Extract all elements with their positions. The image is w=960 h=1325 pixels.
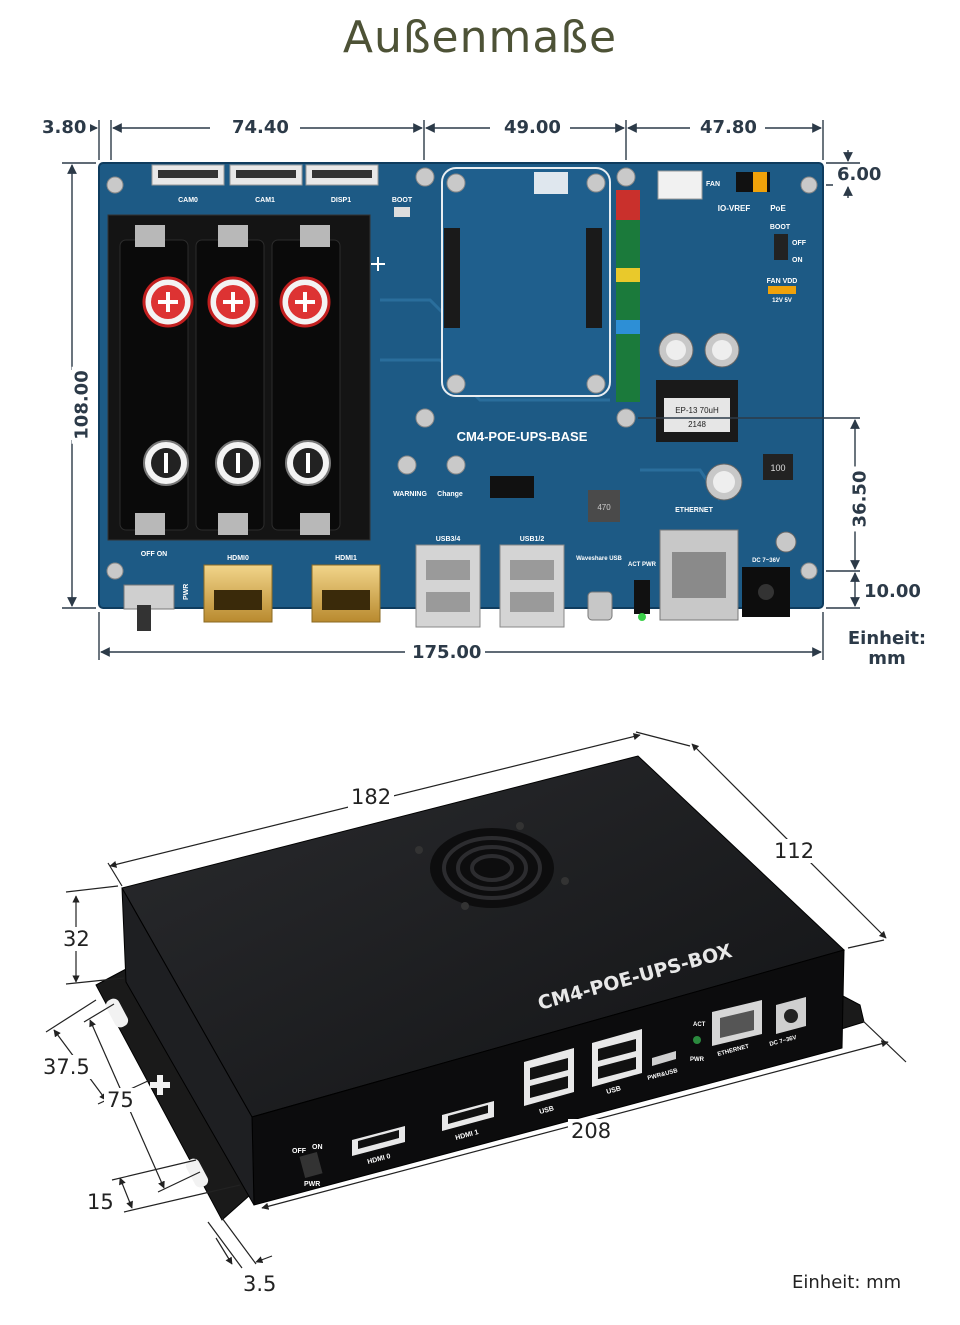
boot-button (394, 207, 410, 217)
dim-width-b: 49.00 (500, 117, 565, 139)
battery-minus-icon (143, 440, 331, 486)
plus-mark-icon (371, 257, 385, 271)
dc-jack (742, 567, 790, 617)
usb34-label: USB3/4 (436, 536, 461, 543)
fan-vdd-jumper (768, 286, 796, 294)
chip-100 (763, 454, 793, 480)
fan-label: FAN (706, 181, 720, 188)
dim-right-mid: 36.50 (849, 466, 872, 532)
boot-label: BOOT (392, 197, 413, 204)
dim-width-a: 74.40 (228, 117, 293, 139)
chip-470 (588, 490, 620, 522)
dim-left-margin: 3.80 (38, 117, 91, 139)
change-label: Change (437, 491, 463, 498)
fan-vdd-voltage: 12V 5V (772, 298, 792, 304)
fan-vdd-label: FAN VDD (767, 278, 798, 285)
cm4-socket-area (415, 167, 636, 428)
dim-width-c: 47.80 (696, 117, 761, 139)
hdmi1-port (311, 564, 381, 623)
box-off-label: OFF (292, 1148, 307, 1155)
dim-box-length: 182 (348, 785, 395, 809)
board-dimension-lines (62, 120, 860, 660)
cam0-label: CAM0 (178, 197, 198, 204)
box-pwr2-label: PWR (690, 1057, 705, 1063)
ic-chip (490, 476, 534, 498)
ethernet-port (659, 529, 739, 621)
board-unit-label: Einheit:mm (847, 628, 927, 669)
dim-top-right: 6.00 (833, 164, 886, 186)
cam1-label: CAM1 (255, 197, 275, 204)
hdmi0-label: HDMI0 (227, 555, 249, 562)
dim-box-height: 32 (60, 927, 93, 951)
led-green (638, 613, 646, 621)
hdmi1-label: HDMI1 (335, 555, 357, 562)
usb12-port (499, 544, 565, 628)
dim-right-bottom: 10.00 (860, 581, 925, 603)
poe-label: PoE (770, 204, 786, 213)
box-unit-label: Einheit: mm (792, 1272, 902, 1293)
battery-holder (107, 214, 371, 541)
on-label: ON (792, 257, 803, 264)
inductor-code: 2148 (688, 420, 706, 429)
dim-height: 108.00 (71, 366, 94, 444)
off-on-label: OFF ON (141, 551, 167, 558)
warning-label: WARNING (393, 491, 427, 498)
io-vref-label: IO-VREF (718, 204, 751, 213)
dim-thickness: 3.5 (240, 1272, 280, 1296)
dim-total-width: 175.00 (408, 642, 486, 664)
dim-box-total: 208 (568, 1119, 615, 1143)
hdmi0-port (203, 564, 273, 623)
capacitors (658, 332, 797, 553)
svg-text:470: 470 (597, 503, 611, 512)
ethernet-label: ETHERNET (675, 507, 713, 514)
disp1-label: DISP1 (331, 197, 351, 204)
box-pwr-label: PWR (304, 1181, 320, 1188)
waveshare-usb-label: Waveshare USB (576, 556, 622, 562)
usb34-port (415, 544, 481, 628)
box-on-label: ON (312, 1144, 323, 1151)
box-act-label: ACT (693, 1022, 706, 1028)
jumper-cap (753, 172, 767, 192)
fpc-connectors (151, 164, 379, 186)
dc-label: DC 7~36V (752, 558, 780, 564)
act-pwr-label: ACT PWR (628, 562, 657, 568)
pwr-label: PWR (183, 584, 190, 600)
power-switch (123, 584, 175, 631)
off-label: OFF (792, 240, 807, 247)
dim-box-depth: 112 (771, 839, 818, 863)
boot-switch (774, 234, 788, 260)
board-name: CM4-POE-UPS-BASE (457, 429, 588, 444)
boot2-label: BOOT (770, 224, 791, 231)
led-block (634, 580, 650, 614)
svg-text:100: 100 (770, 463, 785, 473)
gpio-header (616, 190, 640, 402)
dim-mount-b: 75 (104, 1088, 137, 1112)
battery-plus-icon (142, 276, 331, 328)
inductor-label: EP-13 70uH (675, 406, 719, 415)
usb12-label: USB1/2 (520, 536, 545, 543)
dim-mount-a: 37.5 (40, 1055, 93, 1079)
dim-flange: 15 (84, 1190, 117, 1214)
page-title: Außenmaße (342, 12, 618, 63)
fan-connector (657, 170, 703, 200)
usb-c-port (587, 591, 613, 621)
